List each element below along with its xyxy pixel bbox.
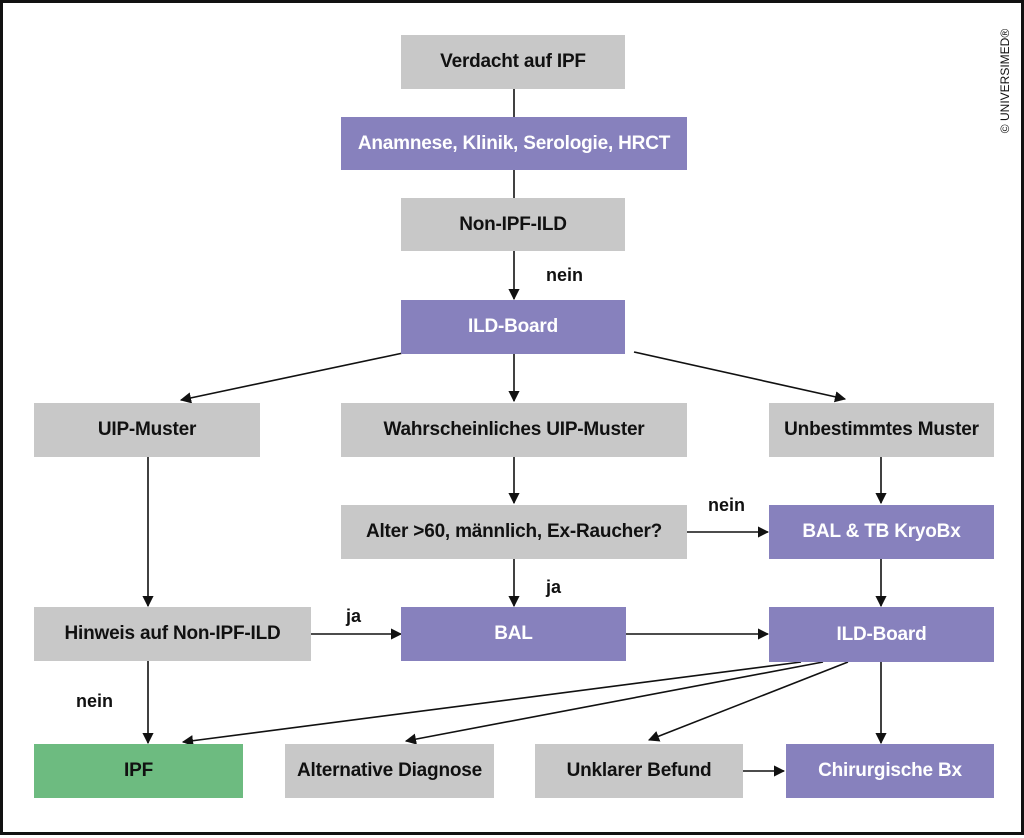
node-chirurgische-bx: Chirurgische Bx [786, 744, 994, 798]
edge-ildboard-unbestimmt [633, 351, 847, 403]
copyright-notice: © UNIVERSIMED® [998, 28, 1012, 134]
node-alter: Alter >60, männlich, Ex-Raucher? [341, 505, 687, 559]
node-unbestimmtes-muster: Unbestimmtes Muster [769, 403, 994, 457]
edge-label-nein-top: nein [546, 265, 584, 285]
flow-connectors [142, 89, 887, 777]
edge-label-nein-alter: nein [708, 495, 746, 515]
node-hinweis: Hinweis auf Non-IPF-ILD [34, 607, 311, 661]
node-non-ipf-ild: Non-IPF-ILD [401, 198, 625, 251]
edge-label-ja-hinweis: ja [346, 606, 362, 626]
node-ild-board-bottom: ILD-Board [769, 607, 994, 662]
edge-ildboard-uip [179, 352, 404, 404]
node-ild-board-top: ILD-Board [401, 300, 625, 354]
node-bal: BAL [401, 607, 626, 661]
node-unklarer-befund: Unklarer Befund [535, 744, 743, 798]
node-verdacht: Verdacht auf IPF [401, 35, 625, 89]
edge-ildboard-ipf [181, 661, 802, 747]
edge-label-nein-hinweis: nein [76, 691, 114, 711]
node-bal-tb-kryobx: BAL & TB KryoBx [769, 505, 994, 559]
node-anamnese: Anamnese, Klinik, Serologie, HRCT [341, 117, 687, 170]
edge-label-ja-alter: ja [546, 577, 562, 597]
node-uip-muster: UIP-Muster [34, 403, 260, 457]
node-alternative-diagnose: Alternative Diagnose [285, 744, 494, 798]
edge-ildboard-alternative [404, 661, 824, 745]
node-wahrscheinliches-uip: Wahrscheinliches UIP-Muster [341, 403, 687, 457]
edge-ildboard-unklar [647, 661, 849, 742]
node-ipf: IPF [34, 744, 243, 798]
